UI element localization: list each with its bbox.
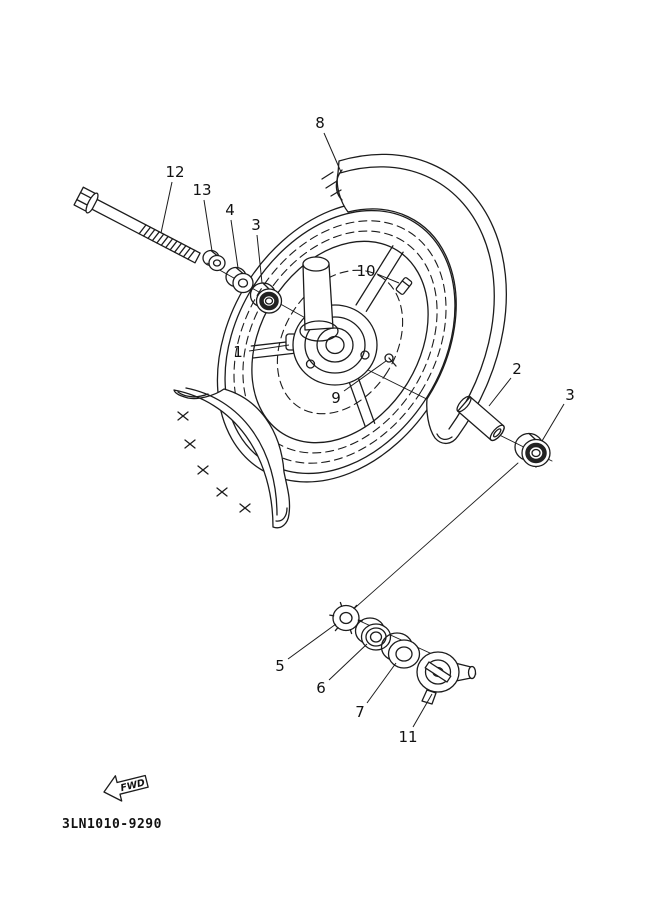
callout-label-12: 12 — [165, 163, 184, 181]
callout-label-7: 7 — [355, 703, 365, 721]
callout-label-11: 11 — [398, 728, 417, 746]
retainer-5 — [329, 601, 363, 635]
callout-leader-4 — [230, 219, 239, 269]
callout-leader-3-left — [256, 234, 263, 284]
callout-leader-10 — [376, 273, 400, 284]
callout-label-3-left: 3 — [251, 216, 261, 234]
callout-label-3-right: 3 — [565, 386, 575, 404]
spacer-4 — [225, 266, 254, 294]
callout-label-6: 6 — [316, 679, 326, 697]
callout-label-9: 9 — [331, 389, 341, 407]
callout-leader-12 — [160, 181, 173, 234]
tire-lower-segment — [173, 387, 291, 529]
callout-leader-3-right — [541, 403, 565, 442]
bearing-3-left — [249, 282, 283, 314]
callout-label-1: 1 — [233, 343, 243, 361]
callout-leader-1 — [248, 344, 290, 352]
callout-leader-6 — [328, 643, 368, 681]
callout-label-8: 8 — [315, 114, 325, 132]
part-code: 3LN1010-9290 — [62, 817, 162, 832]
axle-threads — [138, 224, 196, 260]
hub-axle-sleeve — [302, 263, 334, 331]
oil-seal-6 — [354, 617, 392, 651]
collar-13 — [202, 249, 226, 272]
rim-clip-10 — [395, 277, 413, 295]
callout-leader-8 — [323, 132, 342, 173]
callout-leader-2 — [488, 377, 512, 407]
callout-label-13: 13 — [192, 181, 211, 199]
valve-stem-9 — [384, 353, 397, 367]
callout-label-5: 5 — [275, 657, 285, 675]
callout-leader-11 — [412, 693, 433, 728]
callout-label-2: 2 — [512, 360, 522, 378]
callout-leader-5 — [287, 623, 337, 660]
seal-ring-7 — [380, 632, 421, 669]
callout-label-10: 10 — [356, 262, 375, 280]
spacer-collar-2 — [456, 395, 505, 442]
tire-upper-segment — [321, 153, 507, 445]
fwd-arrow: FWD — [103, 774, 149, 802]
callout-leader-7 — [366, 662, 397, 704]
callout-leader-13 — [203, 199, 213, 252]
callout-label-4: 4 — [225, 201, 235, 219]
fwd-label: FWD — [119, 777, 146, 794]
speedometer-gear-unit-11 — [416, 651, 477, 705]
bearing-3-right — [514, 432, 551, 468]
front-axle-12 — [73, 186, 201, 264]
callout-leader-9 — [343, 360, 387, 392]
wheel-hub — [285, 256, 378, 386]
tire-tread-marks — [177, 411, 251, 513]
